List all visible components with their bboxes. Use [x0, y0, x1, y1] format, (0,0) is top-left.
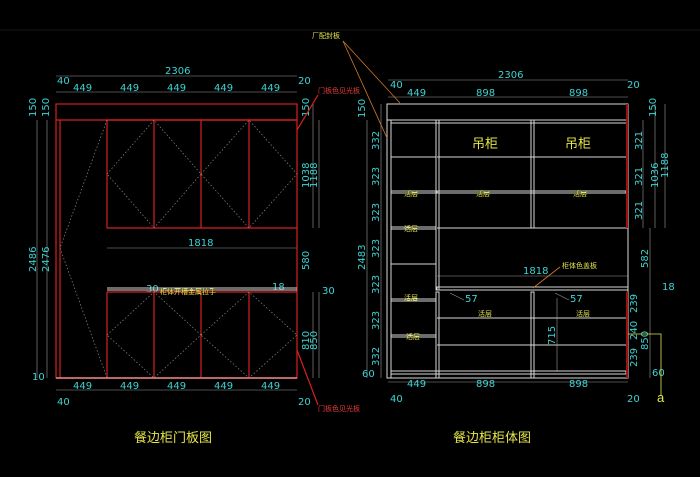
dim-column-width: 898 — [476, 88, 495, 99]
carcass-drawing: 2306 40 20 449 898 898 449 898 898 40 20… — [312, 31, 675, 445]
dim-column-width-bottom: 898 — [476, 379, 495, 390]
dim-bottom-left-offset: 40 — [390, 394, 403, 405]
dim-gap: 30 — [322, 286, 335, 297]
shelf-label: 活层 — [573, 189, 587, 198]
dim-open: 580 — [301, 251, 312, 270]
dim-right-top: 150 — [301, 98, 312, 117]
shelf-label: 活层 — [404, 224, 418, 233]
shelf-label: 活层 — [576, 309, 590, 318]
dim-middle-width: 1818 — [188, 238, 213, 249]
carcass-title: 餐边柜柜体图 — [453, 430, 531, 445]
dim-top-b: 150 — [41, 98, 52, 117]
dim-upper-row: 321 — [634, 201, 645, 220]
dim-inset-left: 57 — [465, 294, 478, 305]
dim-door-width-bottom: 449 — [167, 381, 186, 392]
dim-row: 323 — [371, 311, 382, 330]
dim-lower-total: 850 — [309, 331, 320, 350]
callout-door-color-top: 门板色见光板 — [318, 86, 360, 95]
hanging-cabinet-label: 吊柜 — [472, 136, 498, 151]
dim-column-width-bottom: 898 — [569, 379, 588, 390]
dim-top: 150 — [357, 99, 368, 118]
callout-factory-sealing: 厂配封板 — [312, 31, 340, 40]
dim-inner-height: 715 — [547, 326, 558, 345]
dim-upper-door: 1038 — [301, 163, 312, 188]
dim-row: 332 — [371, 347, 382, 366]
dim-upper-row: 321 — [634, 131, 645, 150]
dim-right-offset: 20 — [627, 80, 640, 91]
dim-row: 323 — [371, 203, 382, 222]
dim-middle-width: 1818 — [523, 266, 548, 277]
dim-bottom: 10 — [32, 372, 45, 383]
dim-column-width: 898 — [569, 88, 588, 99]
dim-door-width: 449 — [167, 83, 186, 94]
dim-upper-row: 321 — [634, 167, 645, 186]
dim-lower-row: 240 — [629, 321, 640, 340]
dim-bottom-right: 60 — [652, 368, 665, 379]
shelf-label: 活层 — [478, 309, 492, 318]
dim-lower-door: 810 — [301, 331, 312, 350]
marker-a: a — [657, 390, 665, 405]
dim-upper-inner: 1036 — [650, 163, 661, 188]
dim-total-width: 2306 — [498, 70, 523, 81]
dim-lower-total: 850 — [640, 331, 651, 350]
dim-door-width-bottom: 449 — [120, 381, 139, 392]
dim-column-width: 449 — [407, 88, 426, 99]
dim-outer-height: 2486 — [28, 247, 39, 272]
dim-right-offset: 20 — [298, 76, 311, 87]
dim-bottom-right-offset: 20 — [627, 394, 640, 405]
dim-upper-total: 1188 — [660, 153, 671, 178]
dim-counter: 18 — [662, 282, 675, 293]
dim-bottom-left-offset: 40 — [57, 397, 70, 408]
dim-bottom-left: 60 — [362, 369, 375, 380]
dim-door-width-bottom: 449 — [73, 381, 92, 392]
dim-open: 582 — [640, 249, 651, 268]
shelf-label: 活层 — [404, 189, 418, 198]
dim-inner-height: 2476 — [41, 247, 52, 272]
dim-left-offset: 40 — [57, 76, 70, 87]
dim-door-width: 449 — [214, 83, 233, 94]
dim-right-top: 150 — [648, 98, 659, 117]
dim-door-width: 449 — [73, 83, 92, 94]
handle-label: 柜体开槽金属拉手 — [160, 287, 216, 296]
dim-top-a: 150 — [28, 98, 39, 117]
dim-door-width-bottom: 449 — [261, 381, 280, 392]
dim-upper-total: 1188 — [309, 163, 320, 188]
hanging-cabinet-label: 吊柜 — [565, 136, 591, 151]
dim-row: 332 — [371, 131, 382, 150]
dim-bottom-right-offset: 20 — [298, 397, 311, 408]
dim-row: 323 — [371, 275, 382, 294]
dim-left-offset: 40 — [390, 80, 403, 91]
dim-row: 323 — [371, 167, 382, 186]
callout-door-color-bottom: 门板色见光板 — [318, 404, 360, 413]
dim-total-width: 2306 — [165, 66, 190, 77]
dim-row: 323 — [371, 239, 382, 258]
dim-lower-row: 239 — [629, 294, 640, 313]
dim-door-width-bottom: 449 — [214, 381, 233, 392]
dim-door-width: 449 — [120, 83, 139, 94]
door-panel-drawing: 2306 40 20 449 449 449 449 449 449 449 4… — [28, 66, 360, 445]
dim-column-width-bottom: 449 — [407, 379, 426, 390]
dim-inset-right: 57 — [570, 294, 583, 305]
shelf-label: 活层 — [406, 332, 420, 341]
dim-door-width: 449 — [261, 83, 280, 94]
dim-outer-height: 2483 — [357, 245, 368, 270]
dim-lower-row: 239 — [629, 348, 640, 367]
shelf-label: 活层 — [404, 293, 418, 302]
counter-cover-label: 柜体色盖板 — [562, 261, 597, 270]
door-panel-title: 餐边柜门板图 — [134, 430, 212, 445]
shelf-label: 活层 — [476, 189, 490, 198]
